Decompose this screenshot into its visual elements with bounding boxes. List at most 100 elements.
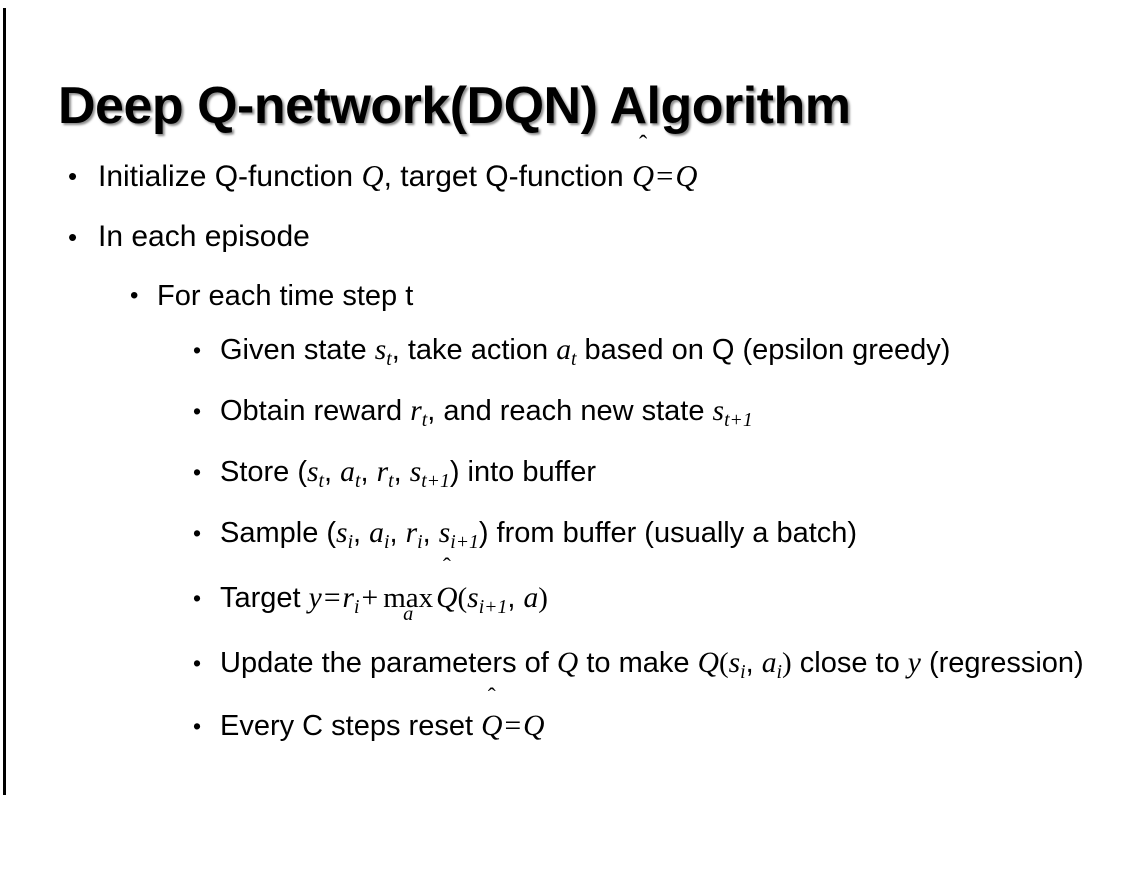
math-qhat-base: Q	[436, 581, 458, 614]
text-segment: Target	[220, 581, 309, 614]
math-var-a: a	[761, 646, 777, 679]
list-item-text: Every C steps reset ̂Q=Q	[220, 698, 1094, 754]
math-var-y: y	[907, 646, 921, 679]
math-qhat-base: Q	[632, 159, 655, 193]
math-paren-open: (	[718, 646, 729, 679]
math-var-r: r	[405, 516, 418, 549]
math-var-a: a	[369, 516, 384, 549]
math-max-label: max	[383, 581, 434, 614]
math-sub-i: i	[383, 530, 390, 553]
math-plus: +	[361, 581, 379, 614]
text-comma: ,	[422, 516, 439, 549]
math-var-a: a	[556, 334, 571, 366]
text-segment: ) into buffer	[449, 455, 596, 488]
math-equals: =	[323, 581, 341, 614]
text-comma: ,	[393, 455, 410, 488]
list-item-initialize: • Initialize Q-function Q, target Q-func…	[0, 146, 1124, 207]
math-qhat-base: Q	[481, 710, 503, 743]
math-sub-t-plus-1: t+1	[421, 469, 450, 492]
math-var-s-next: s	[438, 516, 451, 549]
math-max-subscript: a	[403, 603, 414, 626]
math-var-q2: Q	[697, 646, 719, 679]
math-var-y: y	[308, 581, 322, 614]
list-item-target-equation: • Target y=ri+maxâQ(si+1, a)	[0, 569, 1124, 636]
math-var-qhat: ̂Q	[436, 569, 457, 627]
list-item-in-each-episode: • In each episode	[0, 207, 1124, 267]
list-item-text: Obtain reward rt, and reach new state st…	[220, 386, 1094, 445]
math-var-q: Q	[556, 646, 579, 679]
list-item-given-state: • Given state st, take action at based o…	[0, 325, 1124, 384]
bullet-dot-icon: •	[130, 282, 139, 309]
text-segment: , and reach new state	[427, 394, 713, 427]
math-var-a: a	[340, 455, 355, 488]
math-sub-i-plus-1: i+1	[450, 530, 479, 553]
list-item-text: Given state st, take action at based on …	[220, 325, 1094, 384]
list-item-for-each-time-step: • For each time step t	[0, 267, 1124, 325]
bullet-dot-icon: •	[193, 649, 202, 676]
text-segment: Every C steps reset	[220, 710, 482, 743]
math-sub-i: i	[354, 595, 360, 618]
text-segment: (regression)	[920, 646, 1084, 679]
text-comma: ,	[360, 455, 377, 488]
math-sub-i: i	[347, 530, 354, 553]
text-comma: ,	[507, 581, 524, 614]
text-comma: ,	[745, 646, 762, 679]
bullet-dot-icon: •	[193, 337, 202, 363]
math-equals: =	[504, 710, 522, 743]
list-item-text: Store (st, at, rt, st+1) into buffer	[220, 447, 1094, 506]
math-var-s: s	[307, 455, 319, 488]
bullet-dot-icon: •	[193, 584, 202, 611]
math-var-s: s	[374, 334, 387, 366]
math-sub-t: t	[386, 347, 392, 370]
math-var-s-next: s	[409, 455, 422, 488]
text-segment: Obtain reward	[220, 394, 411, 427]
list-item-store-into-buffer: • Store (st, at, rt, st+1) into buffer	[0, 447, 1124, 506]
list-item-text: In each episode	[98, 220, 310, 253]
math-sub-t: t	[570, 347, 577, 370]
text-segment: Initialize Q-function	[98, 160, 362, 193]
math-paren-close: )	[538, 581, 548, 614]
text-segment: ) from buffer (usually a batch)	[478, 516, 858, 549]
text-segment: Sample (	[220, 516, 337, 549]
text-comma: ,	[324, 455, 341, 488]
list-item-text: Update the parameters of Q to make Q(si,…	[220, 638, 1094, 697]
text-segment: close to	[791, 646, 908, 679]
list-item-text: Target y=ri+maxâQ(si+1, a)	[220, 569, 1094, 636]
bullet-dot-icon: •	[193, 397, 202, 424]
math-paren-open: (	[457, 581, 468, 614]
math-paren-close: )	[782, 646, 792, 679]
math-var-q2: Q	[675, 159, 698, 193]
text-segment: Update the parameters of	[220, 646, 557, 679]
list-item-obtain-reward: • Obtain reward rt, and reach new state …	[0, 386, 1124, 445]
math-var-s: s	[712, 394, 725, 427]
list-item-sample-from-buffer: • Sample (si, ai, ri, si+1) from buffer …	[0, 508, 1124, 567]
math-var-qhat: ̂Q	[632, 146, 654, 206]
text-segment: based on Q (epsilon greedy)	[576, 334, 951, 366]
math-sub-i: i	[740, 660, 746, 683]
math-var-r: r	[342, 581, 355, 614]
math-var-qhat: ̂Q	[481, 698, 502, 754]
text-comma: ,	[353, 516, 370, 549]
bullet-list: • Initialize Q-function Q, target Q-func…	[0, 146, 1124, 756]
list-item-update-parameters: • Update the parameters of Q to make Q(s…	[0, 638, 1124, 697]
math-var-q: Q	[361, 159, 384, 193]
text-segment: to make	[578, 646, 698, 679]
math-var-s: s	[467, 581, 479, 614]
math-var-a: a	[523, 581, 539, 614]
math-var-r: r	[376, 455, 389, 488]
math-var-r: r	[410, 394, 422, 427]
bullet-dot-icon: •	[68, 161, 78, 191]
math-var-s: s	[336, 516, 348, 549]
text-segment: Store (	[220, 455, 308, 488]
math-sub-t: t	[318, 469, 325, 492]
page-title: Deep Q-network(DQN) Algorithm	[58, 76, 851, 135]
bullet-dot-icon: •	[193, 713, 202, 740]
math-sub-t: t	[354, 469, 361, 492]
text-segment: , take action	[391, 334, 557, 366]
math-equals: =	[656, 159, 674, 193]
list-item-text: Sample (si, ai, ri, si+1) from buffer (u…	[220, 508, 1094, 567]
list-item-every-c-steps-reset: • Every C steps reset ̂Q=Q	[0, 698, 1124, 754]
math-sub-t: t	[421, 408, 428, 431]
